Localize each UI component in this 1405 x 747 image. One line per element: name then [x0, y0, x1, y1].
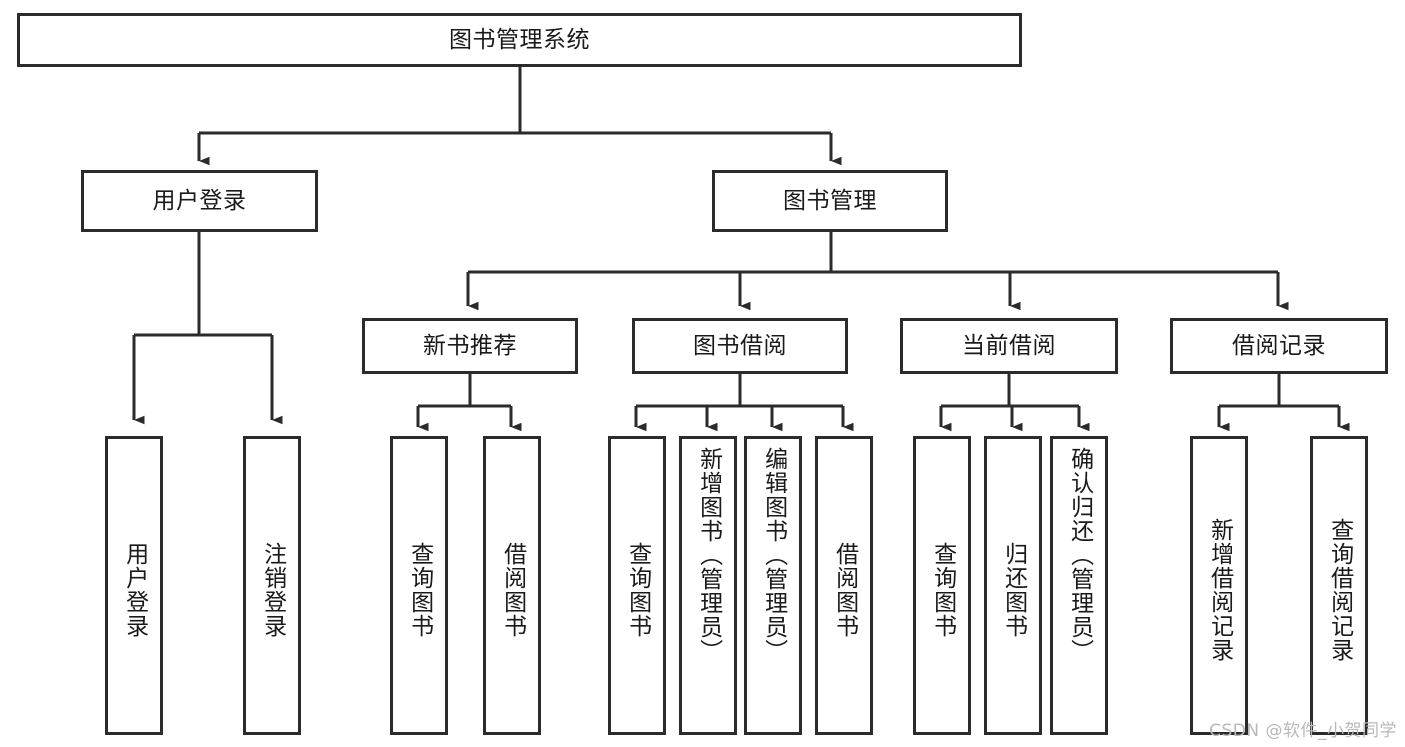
- leaf-edit-book-admin[interactable]: 编辑图书（管理员）: [744, 436, 802, 735]
- leaf-query-book-current[interactable]: 查询图书: [913, 436, 971, 735]
- leaf-add-borrowing-record[interactable]: 新增借阅记录: [1190, 436, 1248, 735]
- node-label: 用户登录: [121, 541, 148, 638]
- node-label: 借阅图书: [831, 541, 858, 638]
- node-new-book-recommendation[interactable]: 新书推荐: [362, 318, 578, 374]
- node-book-borrowing[interactable]: 图书借阅: [632, 318, 848, 374]
- leaf-user-login[interactable]: 用户登录: [105, 436, 163, 735]
- node-label: 归还图书: [1000, 541, 1027, 638]
- node-label: 确认归还（管理员）: [1066, 447, 1093, 663]
- node-borrowing-records[interactable]: 借阅记录: [1170, 318, 1388, 374]
- node-label: 当前借阅: [962, 332, 1056, 359]
- node-label: 借阅记录: [1232, 332, 1326, 359]
- leaf-logout[interactable]: 注销登录: [243, 436, 301, 735]
- node-current-borrowing[interactable]: 当前借阅: [900, 318, 1118, 374]
- leaf-borrow-book-recommend[interactable]: 借阅图书: [483, 436, 541, 735]
- leaf-return-book[interactable]: 归还图书: [984, 436, 1042, 735]
- leaf-query-borrowing-record[interactable]: 查询借阅记录: [1310, 436, 1368, 735]
- node-label: 编辑图书（管理员）: [760, 447, 787, 663]
- node-label: 图书管理: [783, 187, 877, 214]
- node-label: 注销登录: [259, 541, 286, 638]
- node-label: 新增借阅记录: [1206, 517, 1233, 662]
- node-label: 新书推荐: [423, 332, 517, 359]
- watermark: CSDN @软件_小贺同学: [1209, 721, 1397, 741]
- node-label: 用户登录: [152, 187, 247, 214]
- node-user-login[interactable]: 用户登录: [81, 170, 318, 232]
- leaf-query-book-recommend[interactable]: 查询图书: [390, 436, 448, 735]
- node-label: 图书借阅: [693, 332, 787, 359]
- leaf-borrow-book[interactable]: 借阅图书: [815, 436, 873, 735]
- node-label: 新增图书（管理员）: [695, 447, 722, 663]
- node-label: 查询图书: [929, 541, 956, 638]
- node-label: 查询图书: [624, 541, 651, 638]
- node-book-management[interactable]: 图书管理: [712, 170, 948, 232]
- node-root-book-management-system[interactable]: 图书管理系统: [17, 13, 1022, 67]
- leaf-add-book-admin[interactable]: 新增图书（管理员）: [679, 436, 737, 735]
- node-label: 查询借阅记录: [1326, 517, 1353, 662]
- leaf-confirm-return-admin[interactable]: 确认归还（管理员）: [1050, 436, 1108, 735]
- node-label: 图书管理系统: [449, 26, 590, 53]
- leaf-query-book-borrowing[interactable]: 查询图书: [608, 436, 666, 735]
- node-label: 借阅图书: [499, 541, 526, 638]
- node-label: 查询图书: [406, 541, 433, 638]
